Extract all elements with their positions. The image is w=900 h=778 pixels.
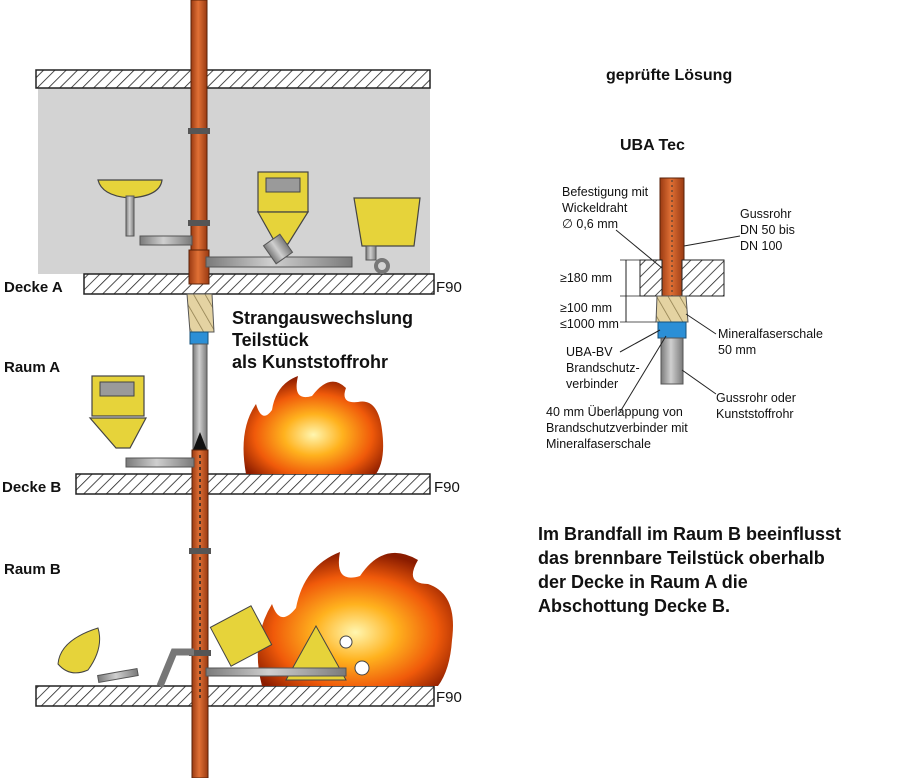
pipe-clamp — [188, 128, 210, 134]
leader-mineral — [685, 313, 717, 335]
slab-decke-a — [83, 273, 435, 295]
pipe-clamp — [188, 220, 210, 226]
fallen-basin-raum-b — [57, 627, 101, 674]
label-dim-180: ≥180 mm — [560, 271, 612, 285]
label-dim-100: ≥100 mm — [560, 301, 612, 315]
detail-lower-pipe — [660, 337, 684, 385]
leader-guss-oder — [681, 369, 717, 395]
branch-pipe-raum-a — [125, 457, 195, 468]
leader-befestigung — [615, 229, 663, 269]
fire-wrap-collar — [186, 293, 215, 333]
melted-pipe-raum-b — [156, 648, 194, 688]
label-mineral-2: 50 mm — [718, 343, 756, 357]
label-gussrohr-dn-1: Gussrohr — [740, 207, 791, 221]
label-f90-a: F90 — [436, 279, 462, 296]
toilet-connector — [262, 233, 294, 265]
label-uba-bv-2: Brandschutz- — [566, 361, 640, 375]
leader-overlap — [619, 335, 667, 413]
label-strangauswechslung: Strangauswechslung — [232, 308, 413, 328]
leader-uba-bv — [619, 329, 661, 353]
detail-uba-bv — [657, 321, 687, 339]
cistern-panel — [265, 177, 301, 193]
toilet-bowl-a — [256, 211, 310, 245]
label-dim-1000: ≤1000 mm — [560, 317, 619, 331]
label-mineral-1: Mineralfaserschale — [718, 327, 823, 341]
detail-slab-left — [639, 259, 663, 297]
fire-raum-a — [243, 376, 384, 474]
label-uba-bv-3: verbinder — [566, 377, 618, 391]
cast-iron-stack-top — [190, 0, 208, 281]
statement-line-2: das brennbare Teilstück oberhalb — [538, 548, 825, 568]
label-overlap-3: Mineralfaserschale — [546, 437, 651, 451]
broken-piece — [354, 660, 370, 676]
title-gepruefte-loesung: geprüfte Lösung — [606, 67, 732, 84]
label-raum-a: Raum A — [4, 359, 60, 376]
label-kunststoffrohr: als Kunststoffrohr — [232, 352, 388, 372]
branch-pipe-raum-b — [205, 667, 347, 677]
fire-sleeve-blue — [189, 331, 209, 345]
label-decke-b: Decke B — [2, 479, 61, 496]
label-guss-oder-2: Kunststoffrohr — [716, 407, 794, 421]
sink-siphon — [374, 258, 390, 274]
pipe-clamp — [189, 548, 211, 554]
label-teilstueck: Teilstück — [232, 330, 310, 350]
statement-line-1: Im Brandfall im Raum B beeinflusst — [538, 524, 841, 544]
label-overlap-1: 40 mm Überlappung von — [546, 405, 683, 419]
slab-top — [35, 69, 431, 89]
cistern-panel — [99, 381, 135, 397]
slab-decke-b — [75, 473, 431, 495]
branch-pipe-left-a — [139, 235, 193, 246]
basin-drain — [125, 195, 135, 237]
label-befestigung-3: ∅ 0,6 mm — [562, 217, 618, 231]
label-uba-bv-1: UBA-BV — [566, 345, 613, 359]
broken-piece — [339, 635, 353, 649]
statement-line-4: Abschottung Decke B. — [538, 596, 730, 616]
statement-line-3: der Decke in Raum A die — [538, 572, 748, 592]
fallen-drain-raum-b — [97, 668, 139, 684]
fallen-cistern-raum-b — [209, 605, 273, 667]
flow-arrow — [193, 432, 207, 450]
title-uba-tec: UBA Tec — [620, 137, 685, 154]
label-befestigung-1: Befestigung mit — [562, 185, 649, 199]
fallen-bowl-raum-b — [285, 624, 347, 681]
pipe-clamp — [189, 650, 211, 656]
detail-mineral-shell — [655, 295, 689, 323]
detail-slab-right — [681, 259, 725, 297]
slab-bottom — [35, 685, 435, 707]
sink-right — [353, 197, 421, 247]
label-f90-c: F90 — [436, 689, 462, 706]
sink-trap — [365, 245, 377, 261]
label-decke-a: Decke A — [4, 279, 63, 296]
leader-gussrohr-dn — [683, 235, 741, 247]
label-guss-oder-1: Gussrohr oder — [716, 391, 796, 405]
label-overlap-2: Brandschutzverbinder mit — [546, 421, 688, 435]
label-f90-b: F90 — [434, 479, 460, 496]
label-gussrohr-dn-3: DN 100 — [740, 239, 782, 253]
toilet-bowl-raum-a — [88, 417, 147, 449]
label-gussrohr-dn-2: DN 50 bis — [740, 223, 795, 237]
label-befestigung-2: Wickeldraht — [562, 201, 628, 215]
label-raum-b: Raum B — [4, 561, 61, 578]
